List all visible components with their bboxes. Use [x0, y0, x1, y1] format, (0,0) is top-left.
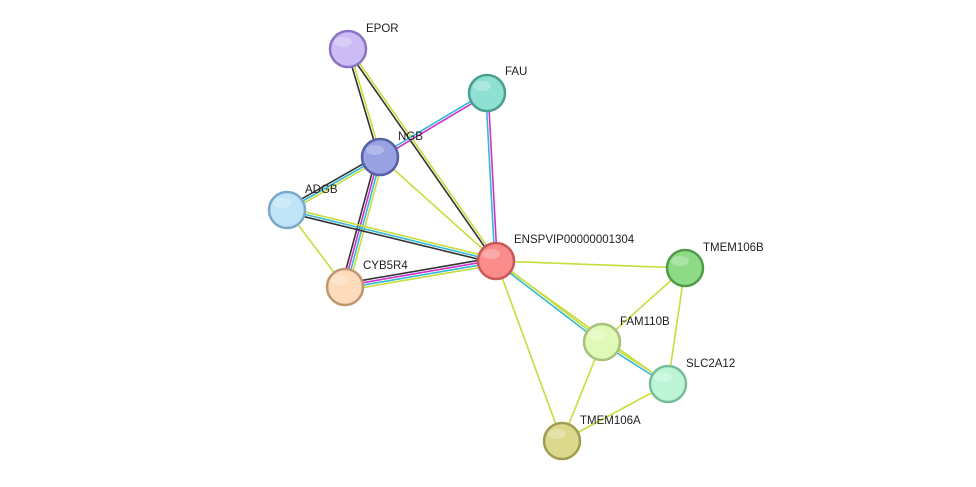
edge-evidence-line — [343, 259, 497, 287]
edge-evidence-line — [561, 383, 669, 442]
edge-evidence-line — [379, 156, 497, 262]
node-ngb[interactable]: NGB — [360, 131, 423, 177]
edge-fau-ngb — [378, 91, 489, 159]
node-label: TMEM106B — [703, 242, 764, 254]
node-slc2a12[interactable]: SLC2A12 — [648, 358, 735, 404]
node-highlight — [334, 37, 352, 47]
node-circle[interactable] — [267, 190, 307, 230]
node-tmem106a[interactable]: TMEM106A — [542, 415, 641, 461]
edge-enspvip-tmem106b — [495, 260, 686, 269]
node-fau[interactable]: FAU — [467, 66, 527, 113]
node-label: FAU — [505, 66, 527, 78]
edge-evidence-line — [487, 92, 498, 262]
edge-ngb-enspvip — [379, 156, 497, 262]
node-label: ADGB — [305, 184, 338, 196]
edge-fau-enspvip — [485, 92, 498, 262]
edge-evidence-line — [378, 91, 488, 157]
edge-adgb-enspvip — [285, 206, 498, 265]
edge-evidence-line — [343, 256, 497, 285]
edge-tmem106b-slc2a12 — [667, 267, 686, 385]
node-highlight — [588, 330, 606, 340]
node-label: SLC2A12 — [686, 358, 735, 370]
edge-evidence-line — [346, 48, 496, 263]
edges-layer — [285, 47, 686, 442]
edge-evidence-line — [348, 47, 498, 262]
node-circle[interactable] — [360, 137, 400, 177]
node-highlight — [548, 429, 566, 439]
edge-evidence-line — [286, 206, 498, 260]
edge-evidence-line — [495, 260, 686, 269]
node-circle[interactable] — [665, 248, 705, 288]
node-tmem106b[interactable]: TMEM106B — [665, 242, 764, 288]
edge-evidence-line — [344, 263, 498, 292]
node-enspvip[interactable]: ENSPVIP00000001304 — [476, 234, 635, 281]
edge-evidence-line — [340, 155, 378, 287]
edge-evidence-line — [286, 209, 497, 262]
edge-evidence-line — [285, 211, 497, 265]
node-highlight — [473, 81, 491, 91]
node-cyb5r4[interactable]: CYB5R4 — [325, 260, 408, 307]
edge-evidence-line — [379, 93, 489, 159]
node-highlight — [366, 145, 384, 155]
edge-evidence-line — [344, 261, 498, 289]
node-label: TMEM106A — [580, 415, 641, 427]
edge-evidence-line — [343, 155, 380, 288]
node-highlight — [671, 256, 689, 266]
node-circle[interactable] — [467, 73, 507, 113]
edge-slc2a12-tmem106a — [561, 383, 669, 442]
node-highlight — [331, 275, 349, 285]
edge-evidence-line — [667, 267, 686, 385]
node-circle[interactable] — [328, 29, 368, 69]
node-label: ENSPVIP00000001304 — [514, 234, 635, 246]
node-circle[interactable] — [542, 421, 582, 461]
node-circle[interactable] — [476, 241, 516, 281]
node-label: NGB — [398, 131, 423, 143]
node-highlight — [654, 372, 672, 382]
node-adgb[interactable]: ADGB — [267, 184, 338, 230]
nodes-layer: EPORFAUNGBADGBENSPVIP00000001304CYB5R4TM… — [267, 23, 764, 461]
edge-evidence-line — [347, 157, 385, 289]
node-label: EPOR — [366, 23, 399, 35]
node-epor[interactable]: EPOR — [328, 23, 399, 69]
edge-enspvip-cyb5r4 — [343, 256, 498, 292]
node-label: FAM110B — [620, 316, 670, 328]
edge-evidence-line — [495, 260, 563, 442]
node-circle[interactable] — [325, 267, 365, 307]
edge-enspvip-tmem106a — [495, 260, 563, 442]
edge-epor-enspvip — [346, 47, 498, 263]
node-highlight — [273, 198, 291, 208]
edge-evidence-line — [345, 156, 382, 289]
edge-evidence-line — [485, 92, 496, 262]
edge-evidence-line — [494, 261, 603, 344]
edge-ngb-cyb5r4 — [340, 155, 385, 289]
node-label: CYB5R4 — [363, 260, 408, 272]
node-circle[interactable] — [582, 322, 622, 362]
node-fam110b[interactable]: FAM110B — [582, 316, 670, 362]
node-highlight — [482, 249, 500, 259]
node-circle[interactable] — [648, 364, 688, 404]
